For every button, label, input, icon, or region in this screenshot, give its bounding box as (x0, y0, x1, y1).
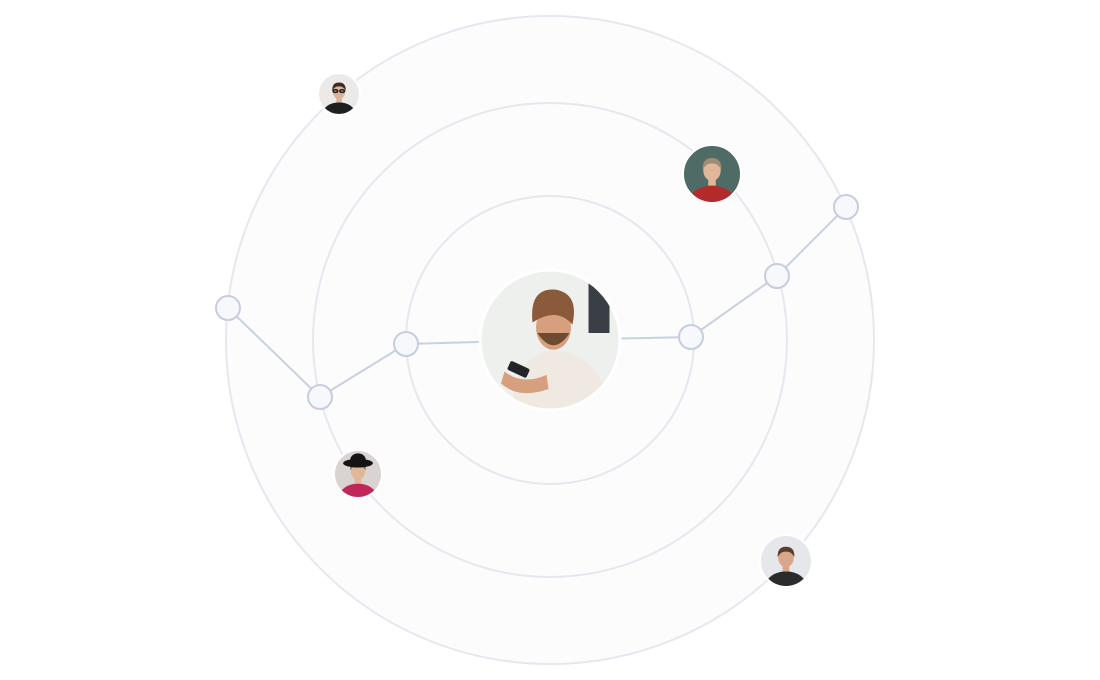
avatar-man-beard-border (759, 534, 813, 588)
user-photo-woman-hat (334, 450, 382, 498)
user-photo-man-with-phone (480, 270, 620, 410)
path-node-2[interactable] (307, 384, 333, 410)
path-node-6[interactable] (833, 194, 859, 220)
glasses-icon (332, 89, 339, 94)
hat-crown-icon (350, 453, 366, 466)
avatar-shirt (511, 350, 610, 410)
avatar-hair (777, 546, 795, 558)
avatar-woman-short-hair[interactable] (683, 145, 741, 218)
avatar-head (778, 548, 794, 568)
user-photo-woman-short-hair (683, 145, 741, 203)
path-node-1[interactable] (215, 295, 241, 321)
user-photo-man-glasses (318, 73, 360, 115)
avatar-shirt (765, 571, 807, 587)
avatar-woman-hat-border (333, 449, 383, 499)
avatar-woman-short-hair-border (682, 144, 742, 204)
avatar-man-beard[interactable] (760, 535, 812, 600)
glasses-lens-icon (339, 89, 346, 94)
avatar-shirt (339, 483, 377, 498)
avatar-man-glasses[interactable] (318, 73, 360, 125)
center-avatar[interactable] (480, 270, 620, 410)
avatar-shirt (689, 185, 735, 203)
avatar-woman-hat[interactable] (334, 450, 382, 510)
avatar-hair (702, 158, 722, 170)
user-photo-man-beard (760, 535, 812, 587)
connector-line-1 (227, 307, 321, 398)
avatar-shirt (322, 102, 356, 115)
connector-line-6 (776, 206, 847, 277)
avatar-head (703, 160, 721, 181)
path-node-4[interactable] (678, 324, 704, 350)
connector-line-5 (690, 275, 778, 338)
avatar-beard (537, 333, 570, 346)
avatar-hair (332, 82, 346, 91)
phone-icon (507, 361, 530, 378)
avatar-hair (532, 289, 574, 325)
avatar-arm (501, 371, 549, 394)
path-node-5[interactable] (764, 263, 790, 289)
avatar-man-glasses-border (317, 72, 361, 116)
path-node-3[interactable] (393, 331, 419, 357)
avatar-head (332, 83, 346, 100)
connector-line-2 (319, 343, 407, 398)
center-avatar-border (478, 268, 622, 412)
